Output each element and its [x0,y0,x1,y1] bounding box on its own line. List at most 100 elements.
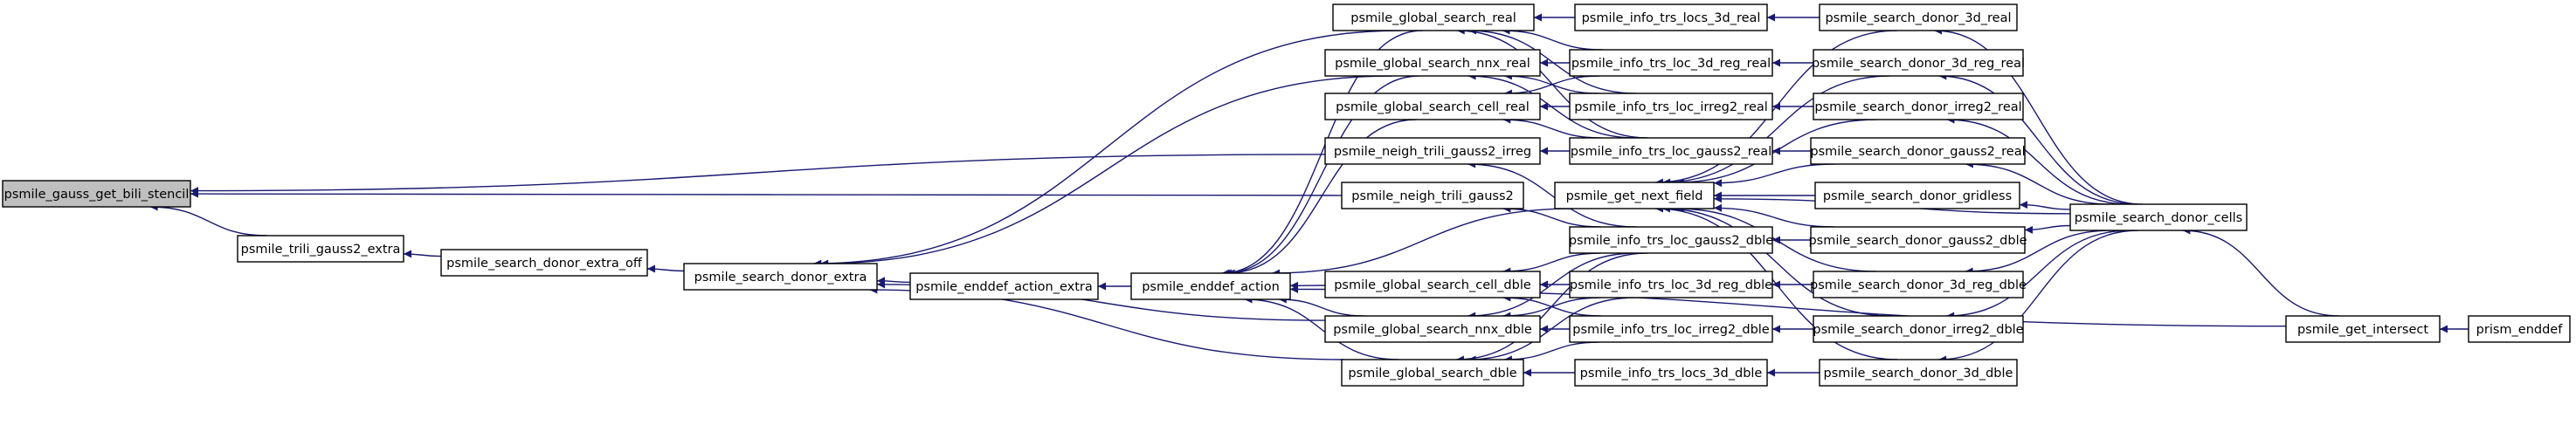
node-info-loc-gauss2-real[interactable]: psmile_info_trs_loc_gauss2_real [1569,137,1773,165]
node-box [2285,315,2441,343]
edge-get-next-field-to-enddef-action [1271,208,1574,278]
edge-layer [149,13,2469,377]
node-label: psmile_search_donor_extra [694,271,867,285]
node-donor-irreg2-real[interactable]: psmile_search_donor_irreg2_real [1813,93,2024,120]
node-gs-dble[interactable]: psmile_global_search_dble [1341,359,1524,387]
node-donor-gauss2-dble[interactable]: psmile_search_donor_gauss2_dble [1808,226,2027,254]
edge-donor-cells-to-donor-3d-reg-dble [1965,230,2112,276]
edge-donor-cells-to-donor-gridless [2019,201,2071,210]
node-donor-extra[interactable]: psmile_search_donor_extra [683,263,878,291]
node-box [2069,203,2248,231]
node-gs-nnx-real[interactable]: psmile_global_search_nnx_real [1324,49,1541,77]
node-label: psmile_enddef_action_extra [915,280,1093,294]
node-get-next-field[interactable]: psmile_get_next_field [1554,182,1715,209]
node-box [1574,3,1768,31]
node-box [2468,315,2571,343]
node-label: psmile_info_trs_loc_gauss2_real [1571,145,1771,159]
node-label: psmile_enddef_action [1142,280,1280,294]
node-label: prism_enddef [2476,323,2564,337]
node-donor-irreg2-dble[interactable]: psmile_search_donor_irreg2_dble [1813,315,2024,343]
node-info-locs-3d-dble[interactable]: psmile_info_trs_locs_3d_dble [1574,359,1768,387]
node-box [1810,226,2026,254]
node-info-loc-irreg2-dble[interactable]: psmile_info_trs_loc_irreg2_dble [1569,315,1773,343]
node-label: psmile_trili_gauss2_extra [241,243,401,257]
node-label: psmile_info_trs_locs_3d_real [1582,11,1761,25]
node-label: psmile_global_search_real [1350,11,1516,25]
node-donor-3d-reg-dble[interactable]: psmile_search_donor_3d_reg_dble [1810,271,2027,298]
node-donor-cells[interactable]: psmile_search_donor_cells [2069,203,2248,231]
node-label: psmile_search_donor_3d_dble [1824,367,2013,381]
node-enddef-action[interactable]: psmile_enddef_action [1130,272,1291,300]
node-gs-nnx-dble[interactable]: psmile_global_search_nnx_dble [1324,315,1541,343]
node-box [1810,137,2026,165]
node-box [1819,359,2018,387]
edge-donor-3d-reg-dble-to-get-next-field [1675,204,1877,272]
node-info-loc-gauss2-dble[interactable]: psmile_info_trs_loc_gauss2_dble [1569,226,1773,254]
node-donor-gridless[interactable]: psmile_search_donor_gridless [1814,182,2020,209]
node-donor-3d-real[interactable]: psmile_search_donor_3d_real [1819,3,2018,31]
node-info-loc-3d-reg-dble[interactable]: psmile_info_trs_loc_3d_reg_dble [1569,271,1773,298]
node-box [1324,315,1541,343]
node-label: psmile_global_search_nnx_real [1335,57,1530,71]
edge-donor-gauss2-dble-to-get-next-field [1713,203,1835,228]
node-box [1341,359,1524,387]
edge-extra-off-to-trili-extra [403,250,442,258]
node-label: psmile_search_donor_irreg2_real [1814,100,2021,114]
node-get-intersect[interactable]: psmile_get_intersect [2285,315,2441,343]
edge-donor-cells-to-donor-irreg2-dble [1946,230,2131,320]
node-info-locs-3d-real[interactable]: psmile_info_trs_locs_3d_real [1574,3,1768,31]
node-donor-gauss2-real[interactable]: psmile_search_donor_gauss2_real [1810,137,2026,165]
node-trili-extra[interactable]: psmile_trili_gauss2_extra [237,235,404,263]
node-box [1332,3,1535,31]
node-donor-3d-dble[interactable]: psmile_search_donor_3d_dble [1819,359,2018,387]
node-prism-enddef[interactable]: prism_enddef [2468,315,2571,343]
node-box [1819,3,2018,31]
edge-info-loc-3d-reg-real-to-gs-cell-real [1503,75,1600,98]
edge-trili-extra-to-gauss-bili [149,202,267,237]
node-box [1813,271,2024,298]
node-box [1554,182,1715,209]
edge-donor-3d-real-to-get-next-field [1654,30,1898,187]
node-label: psmile_get_next_field [1566,189,1703,203]
edge-neigh-gauss2-to-gauss-bili [190,189,1343,198]
edge-donor-cells-to-donor-gauss2-dble [2024,224,2071,234]
node-donor-3d-reg-real[interactable]: psmile_search_donor_3d_reg_real [1812,49,2025,77]
node-extra-off[interactable]: psmile_search_donor_extra_off [440,249,648,277]
edge-gs-cell-real-to-enddef-action [1226,119,1417,278]
node-label: psmile_info_trs_loc_gauss2_dble [1569,234,1773,248]
node-label: psmile_global_search_dble [1348,367,1516,381]
node-box [1324,49,1541,77]
node-label: psmile_info_trs_loc_3d_reg_dble [1570,278,1772,292]
edge-info-loc-gauss2-dble-to-neigh-gauss2 [1502,204,1601,228]
edge-info-loc-gauss2-dble-to-gs-dble [1455,252,1648,364]
edge-get-intersect-to-donor-cells [2182,226,2339,317]
node-box [1341,182,1524,209]
node-box [683,263,878,291]
node-label: psmile_neigh_trili_gauss2 [1351,189,1514,203]
edge-gs-dble-to-enddef-action [1244,295,1399,360]
node-info-loc-irreg2-real[interactable]: psmile_info_trs_loc_irreg2_real [1569,93,1773,120]
node-label: psmile_search_donor_cells [2075,211,2242,225]
edge-info-loc-gauss2-dble-to-neigh-irreg [1468,160,1636,228]
edge-gs-nnx-real-to-donor-extra [820,75,1393,268]
node-gs-cell-dble[interactable]: psmile_global_search_cell_dble [1324,271,1541,298]
edge-gs-nnx-dble-to-enddef-action [1278,295,1365,317]
node-box [1569,271,1773,298]
node-enddef-extra[interactable]: psmile_enddef_action_extra [909,272,1099,300]
node-box [1569,315,1773,343]
node-gs-cell-real[interactable]: psmile_global_search_cell_real [1324,93,1541,120]
node-gs-real[interactable]: psmile_global_search_real [1332,3,1535,31]
node-neigh-irreg[interactable]: psmile_neigh_trili_gauss2_irreg [1324,137,1541,165]
edge-donor-cells-to-donor-3d-reg-real [1938,72,2138,205]
node-info-loc-3d-reg-real[interactable]: psmile_info_trs_loc_3d_reg_real [1569,49,1773,77]
node-gauss-bili[interactable]: psmile_gauss_get_bili_stencil [2,180,191,208]
node-neigh-gauss2[interactable]: psmile_neigh_trili_gauss2 [1341,182,1524,209]
edge-info-loc-irreg2-dble-to-gs-dble [1503,341,1600,364]
node-box [1813,93,2024,120]
edge-donor-3d-dble-to-get-next-field [1654,204,1898,360]
node-box [2,180,191,208]
edge-info-loc-gauss2-dble-to-gs-nnx-dble [1468,252,1636,320]
node-label: psmile_gauss_get_bili_stencil [4,188,190,202]
edge-info-loc-irreg2-real-to-gs-real [1468,26,1637,94]
